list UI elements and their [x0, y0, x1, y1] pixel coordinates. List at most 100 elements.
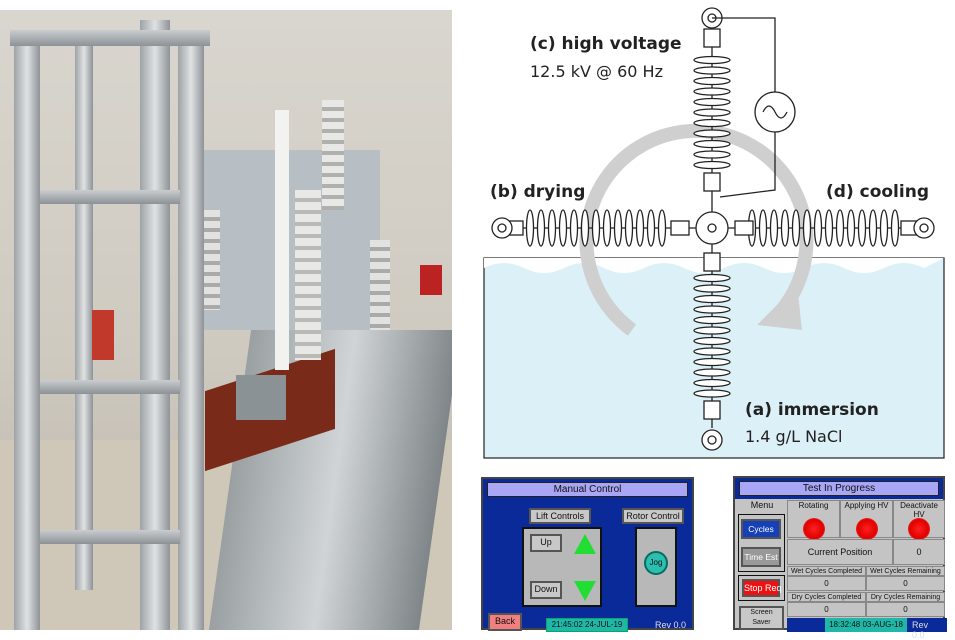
insulator-shed	[879, 209, 889, 247]
spool	[420, 265, 442, 295]
rotor-control-label: Rotor Control	[622, 508, 684, 524]
insulator-shed	[802, 209, 812, 247]
label-cooling: (d) cooling	[826, 182, 929, 202]
insulator-shed	[635, 209, 645, 247]
deactivate-hv-label: Deactivate HV	[900, 501, 938, 519]
insulator-shed	[693, 76, 731, 86]
insulator-shed	[693, 347, 731, 356]
frame-post	[140, 20, 170, 630]
insulator-shed	[693, 118, 731, 128]
status-applying-hv: Applying HV	[840, 500, 893, 540]
label-high-voltage: (c) high voltage	[530, 34, 682, 54]
insulator-shed	[646, 209, 656, 247]
insulator-shed	[693, 284, 731, 293]
insulator-shed	[693, 108, 731, 117]
ring-hole	[919, 223, 929, 233]
status-rotating: Rotating	[787, 500, 840, 540]
current-position-label: Current Position	[787, 539, 893, 565]
down-arrow-icon[interactable]	[574, 581, 596, 601]
insulator-shed	[624, 209, 634, 247]
insulator-shed	[613, 209, 623, 247]
panel-title: Manual Control	[487, 482, 688, 497]
frame-beam	[40, 530, 180, 544]
frame-post	[178, 30, 204, 630]
dry-remaining-value: 0	[866, 602, 945, 617]
insulator	[202, 210, 220, 310]
ring-hole	[497, 223, 507, 233]
insulator-shed	[780, 209, 790, 247]
frame-post	[75, 30, 93, 590]
wet-completed-label: Wet Cycles Completed	[787, 566, 866, 576]
insulator-shed	[693, 378, 731, 388]
insulator-shed	[693, 368, 731, 377]
wet-completed-value: 0	[787, 576, 866, 591]
screen-saver-button[interactable]: Screen Saver	[739, 606, 784, 630]
lift-controls-label: Lift Controls	[529, 508, 591, 524]
time-est-button[interactable]: Time Est	[741, 547, 781, 567]
insulator-shed	[602, 209, 612, 247]
transformer	[200, 150, 380, 330]
menu-box: Cycles Time Est	[738, 514, 785, 572]
insulator-shed	[693, 273, 731, 283]
frame-post	[14, 30, 40, 630]
insulator-shed	[857, 209, 867, 247]
wet-remaining-value: 0	[866, 576, 945, 591]
insulator-shed	[813, 209, 823, 247]
insulator-shed	[824, 209, 834, 247]
insulator-shed	[693, 336, 731, 346]
lift-controls-box: Up Down	[522, 527, 602, 607]
insulator-shed	[657, 209, 667, 247]
sine-icon	[762, 105, 788, 119]
insulator-shed	[693, 139, 731, 149]
insulator-shed	[693, 294, 731, 304]
frame-beam	[40, 380, 180, 394]
up-button[interactable]: Up	[530, 534, 562, 552]
insulator-shed	[693, 55, 731, 65]
insulator-shed	[580, 209, 590, 247]
insulator	[295, 190, 321, 360]
insulator-shed	[693, 97, 731, 107]
rotor-axle	[707, 223, 717, 233]
end-fitting	[703, 252, 721, 272]
revision: Rev 0.0	[655, 620, 687, 630]
wet-remaining-label: Wet Cycles Remaining	[866, 566, 945, 576]
insulator-shed	[693, 389, 731, 398]
frame-beam	[10, 30, 210, 46]
end-fitting	[734, 220, 754, 236]
end-fitting	[703, 172, 721, 192]
insulator-shed	[693, 305, 731, 314]
hv-wire	[712, 17, 776, 92]
up-arrow-icon[interactable]	[574, 534, 596, 554]
end-fitting	[670, 220, 690, 236]
current-position-value: 0	[893, 539, 945, 565]
white-rod	[275, 110, 289, 370]
insulator-shed	[846, 209, 856, 247]
motor-box	[236, 375, 286, 420]
cycles-button[interactable]: Cycles	[741, 519, 781, 539]
label-hv-spec: 12.5 kV @ 60 Hz	[530, 62, 663, 81]
label-salinity: 1.4 g/L NaCl	[745, 427, 843, 446]
status-deactivate-hv[interactable]: Deactivate HV	[893, 500, 945, 540]
insulator-shed	[693, 160, 731, 170]
insulator-shed	[693, 326, 731, 335]
revision: Rev 0.0	[912, 620, 929, 640]
insulator-shed	[569, 209, 579, 247]
insulator-shed	[693, 150, 731, 159]
insulator-shed	[890, 209, 900, 247]
down-button[interactable]: Down	[530, 581, 562, 599]
end-fitting	[703, 28, 721, 48]
insulator-shed	[558, 209, 568, 247]
dry-remaining-label: Dry Cycles Remaining	[866, 592, 945, 602]
back-button[interactable]: Back	[488, 613, 522, 631]
timestamp: 18:32:48 03-AUG-18	[825, 618, 907, 632]
dry-completed-value: 0	[787, 602, 866, 617]
panel-title: Test In Progress	[739, 481, 939, 496]
insulator	[322, 100, 344, 210]
insulator-shed	[835, 209, 845, 247]
insulator-shed	[693, 66, 731, 75]
end-fitting	[703, 400, 721, 420]
jog-button[interactable]: Jog	[644, 551, 668, 575]
stop-request-button[interactable]: Stop Req	[742, 579, 782, 597]
hv-wire	[719, 132, 776, 198]
insulator-shed	[693, 315, 731, 325]
